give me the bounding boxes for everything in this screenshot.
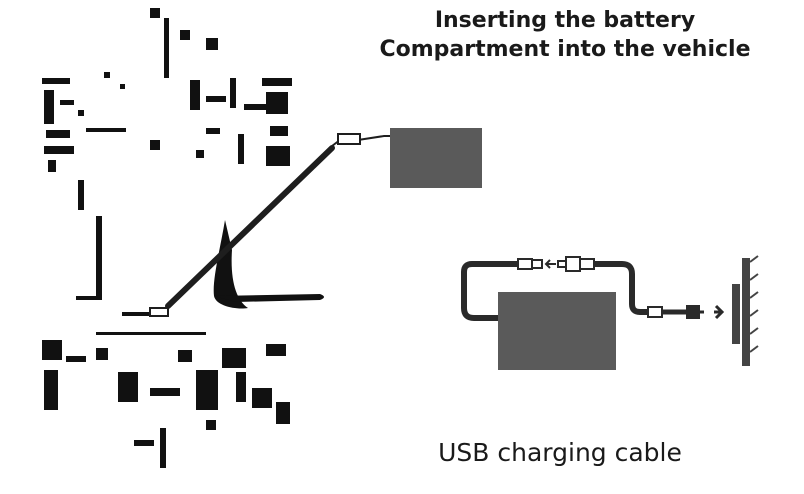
charging-battery-box (498, 292, 616, 370)
usb-charging-diagram (461, 256, 725, 321)
diagram-title: Inserting the battery Compartment into t… (360, 6, 770, 64)
usb-charging-caption: USB charging cable (438, 438, 682, 467)
wall-socket-icon (732, 255, 759, 366)
title-line-1: Inserting the battery (434, 8, 696, 33)
title-line-2: Compartment into the vehicle (379, 37, 751, 62)
vehicle-frame-icon (42, 8, 324, 468)
battery-compartment-box (390, 128, 482, 188)
battery-cable (149, 133, 390, 317)
